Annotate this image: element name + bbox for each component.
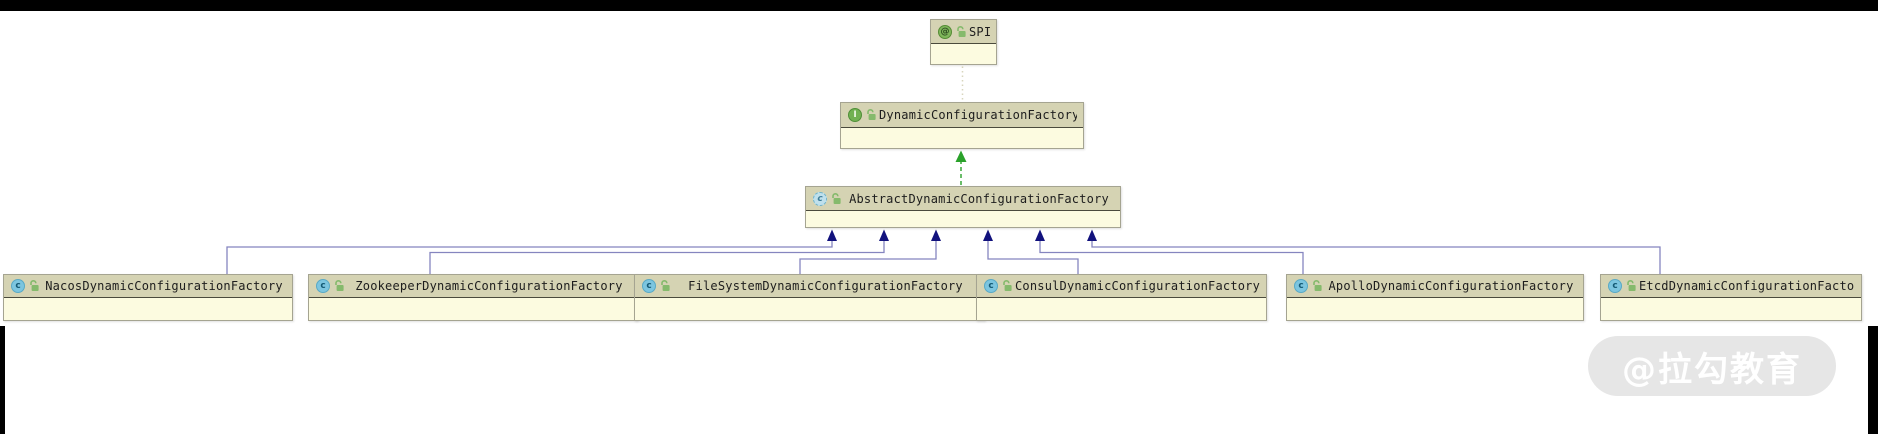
- node-title: FileSystemDynamicConfigurationFactory: [688, 279, 963, 293]
- node-body: [4, 298, 292, 320]
- inheritance-arrowhead: [827, 229, 837, 241]
- node-title: EtcdDynamicConfigurationFactory: [1639, 279, 1855, 293]
- class-node-filesystem-dynamic-configuration-factory[interactable]: c FileSystemDynamicConfigurationFactory: [634, 274, 985, 321]
- node-body: [309, 298, 637, 320]
- class-node-nacos-dynamic-configuration-factory[interactable]: c NacosDynamicConfigurationFactory: [3, 274, 293, 321]
- node-header: c ZookeeperDynamicConfigurationFactory: [309, 275, 637, 298]
- inheritance-arrow-etcd: [1091, 241, 1661, 274]
- class-icon: c: [1608, 279, 1622, 293]
- class-node-zookeeper-dynamic-configuration-factory[interactable]: c ZookeeperDynamicConfigurationFactory: [308, 274, 638, 321]
- node-header: @ SPI: [931, 20, 996, 44]
- inheritance-arrow-consul: [987, 241, 1079, 274]
- class-icon: c: [316, 279, 330, 293]
- node-body: [841, 128, 1083, 148]
- class-node-consul-dynamic-configuration-factory[interactable]: c ConsulDynamicConfigurationFactory: [976, 274, 1267, 321]
- inheritance-arrowhead: [879, 229, 889, 241]
- class-node-apollo-dynamic-configuration-factory[interactable]: c ApolloDynamicConfigurationFactory: [1286, 274, 1584, 321]
- watermark-text: @拉勾教育: [1622, 349, 1802, 390]
- interface-icon: I: [848, 108, 862, 122]
- node-header: c FileSystemDynamicConfigurationFactory: [635, 275, 984, 298]
- node-header: c ApolloDynamicConfigurationFactory: [1287, 275, 1583, 298]
- node-title: DynamicConfigurationFactory: [879, 108, 1077, 122]
- node-body: [1601, 298, 1861, 320]
- node-title: SPI: [969, 24, 990, 39]
- lock-icon: [1627, 280, 1636, 291]
- node-title: ZookeeperDynamicConfigurationFactory: [355, 279, 623, 293]
- inheritance-arrowhead: [1035, 229, 1045, 241]
- node-header: c EtcdDynamicConfigurationFactory: [1601, 275, 1861, 298]
- node-title: AbstractDynamicConfigurationFactory: [849, 191, 1109, 206]
- lock-icon: [867, 109, 876, 120]
- lock-icon: [957, 25, 966, 37]
- node-body: [977, 298, 1266, 320]
- lock-icon: [30, 280, 39, 291]
- annotation-icon: @: [938, 24, 952, 39]
- inheritance-arrow-nacos: [226, 241, 833, 274]
- node-body: [806, 211, 1120, 227]
- bottom-right-black-bar: [1868, 326, 1878, 434]
- class-icon: c: [11, 279, 25, 293]
- lock-icon: [335, 280, 344, 291]
- node-header: c ConsulDynamicConfigurationFactory: [977, 275, 1266, 298]
- node-title: ApolloDynamicConfigurationFactory: [1328, 279, 1574, 293]
- lock-icon: [1003, 280, 1012, 291]
- node-header: c AbstractDynamicConfigurationFactory: [806, 187, 1120, 211]
- node-title: ConsulDynamicConfigurationFactory: [1015, 279, 1260, 293]
- implements-arrowhead: [955, 150, 967, 162]
- bottom-left-black-bar: [0, 326, 5, 434]
- class-node-dynamic-configuration-factory[interactable]: I DynamicConfigurationFactory: [840, 102, 1084, 149]
- inheritance-arrow-apollo: [1039, 241, 1304, 274]
- node-header: c NacosDynamicConfigurationFactory: [4, 275, 292, 298]
- inheritance-arrow-zookeeper: [429, 241, 885, 274]
- node-header: I DynamicConfigurationFactory: [841, 103, 1083, 128]
- top-black-bar: [0, 0, 1878, 11]
- node-body: [635, 298, 984, 320]
- node-title: NacosDynamicConfigurationFactory: [45, 279, 283, 293]
- abstract-class-icon: c: [813, 191, 827, 206]
- lock-icon: [661, 280, 670, 291]
- inheritance-arrowhead: [931, 229, 941, 241]
- lock-icon: [832, 192, 841, 204]
- class-node-etcd-dynamic-configuration-factory[interactable]: c EtcdDynamicConfigurationFactory: [1600, 274, 1862, 321]
- node-body: [1287, 298, 1583, 320]
- lock-icon: [1313, 280, 1322, 291]
- class-icon: c: [1294, 279, 1308, 293]
- watermark-badge: @拉勾教育: [1588, 336, 1836, 396]
- class-icon: c: [642, 279, 656, 293]
- inheritance-arrowhead: [983, 229, 993, 241]
- class-node-spi[interactable]: @ SPI: [930, 19, 997, 65]
- node-body: [931, 44, 996, 64]
- class-icon: c: [984, 279, 998, 293]
- inheritance-arrow-filesystem: [799, 241, 937, 274]
- class-node-abstract-dynamic-configuration-factory[interactable]: c AbstractDynamicConfigurationFactory: [805, 186, 1121, 228]
- inheritance-arrowhead: [1087, 229, 1097, 241]
